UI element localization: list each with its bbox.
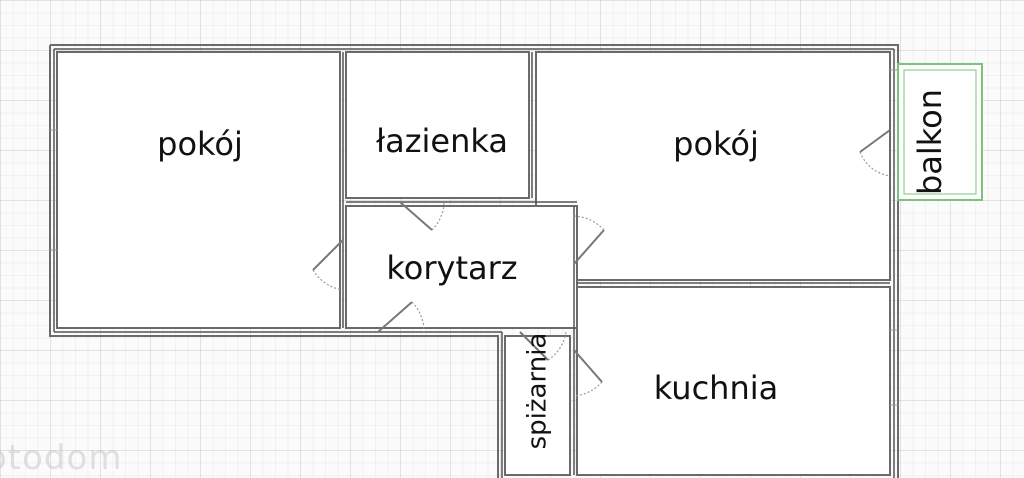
- door-arc: [573, 381, 603, 397]
- door-arc: [411, 301, 425, 333]
- door-arc: [547, 331, 567, 361]
- door-leaf: [312, 239, 344, 271]
- door-leaf: [573, 349, 603, 383]
- door-leaf: [859, 129, 891, 153]
- room-label-lazienka: łazienka: [376, 122, 508, 160]
- room-label-pokoj-right: pokój: [673, 125, 759, 163]
- wall-spizarnia: [504, 335, 571, 476]
- outer-wall: [49, 44, 899, 478]
- room-label-pokoj-left: pokój: [157, 125, 243, 163]
- balcony-inner: [903, 69, 977, 195]
- door-leaf: [519, 331, 549, 361]
- walls: [49, 44, 899, 478]
- door-leaf: [399, 201, 433, 231]
- doors: [312, 129, 891, 397]
- door-arc: [859, 151, 891, 177]
- room-label-korytarz: korytarz: [386, 249, 517, 287]
- door-leaf: [377, 301, 413, 333]
- windows: [50, 69, 898, 406]
- wall-pokoj-right: [535, 51, 891, 281]
- room-label-spizarnia: spiżarnia: [523, 333, 553, 450]
- room-label-kuchnia: kuchnia: [654, 369, 778, 407]
- wall-pokoj-left: [56, 51, 341, 329]
- balcony: [897, 63, 983, 201]
- inner-walls: [53, 48, 895, 478]
- door-leaf: [573, 229, 605, 265]
- door-arc: [431, 201, 445, 231]
- wall-kuchnia: [576, 286, 891, 476]
- room-label-balkon: balkon: [911, 89, 949, 195]
- watermark-text: otodom: [0, 438, 123, 478]
- door-arc: [573, 215, 605, 231]
- wall-lazienka: [345, 51, 530, 199]
